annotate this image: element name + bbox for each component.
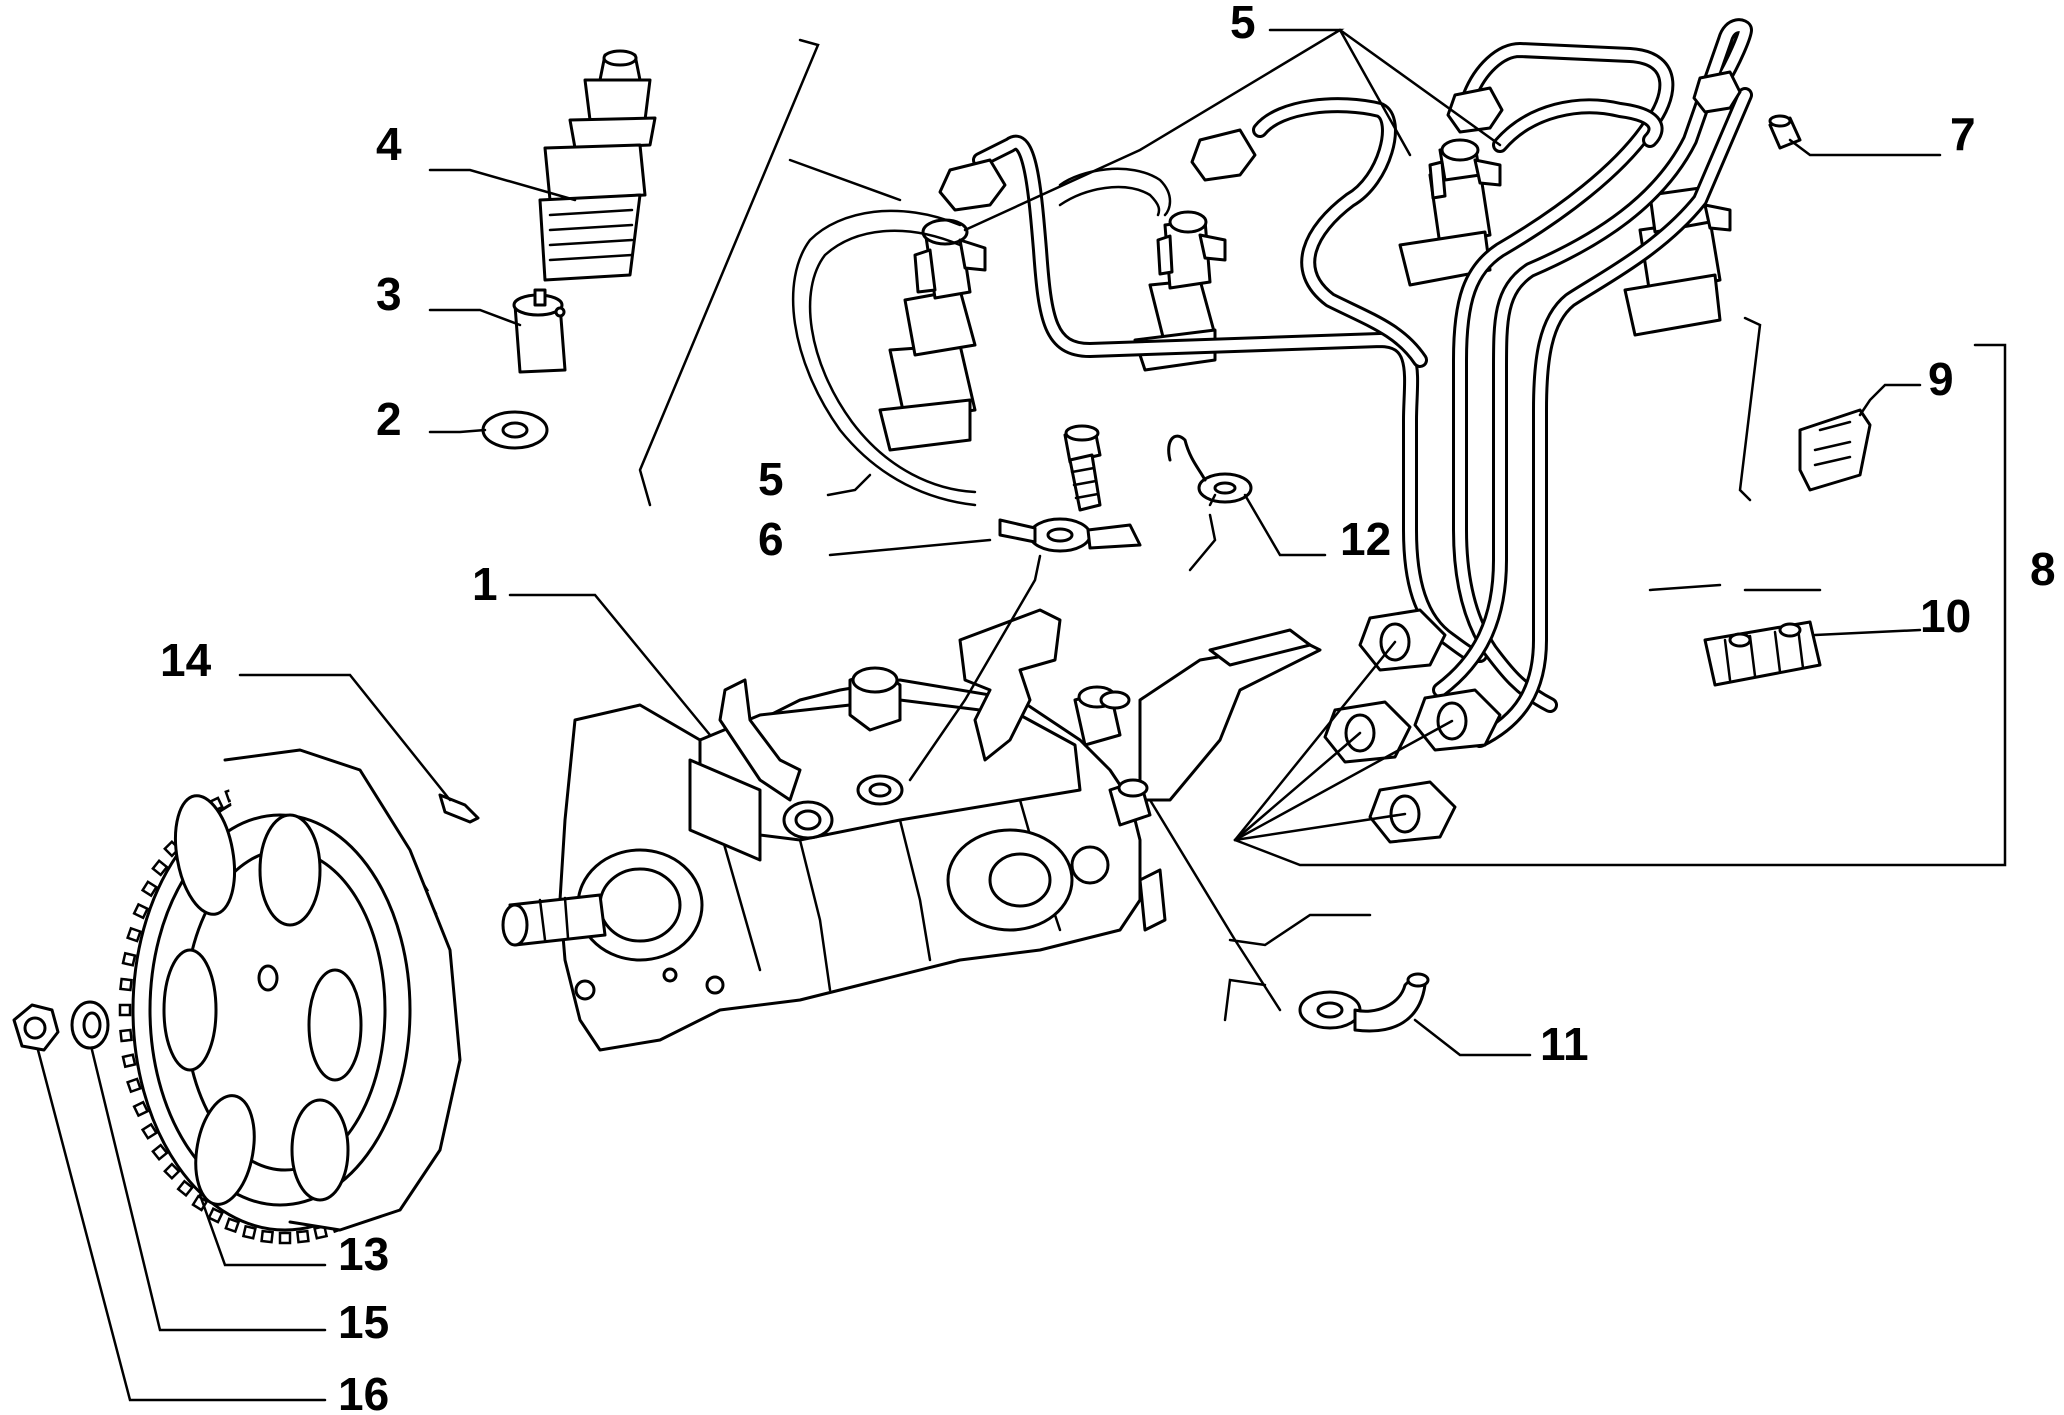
return-union — [1167, 434, 1253, 504]
injection-pump — [501, 608, 1322, 1052]
gear-tooth — [140, 1122, 159, 1140]
callout-9: 9 — [1928, 353, 1954, 405]
pipe-clamp-large — [1703, 620, 1822, 687]
pump-timing-cover — [946, 778, 1167, 932]
gear-tooth — [295, 1229, 310, 1244]
gear-tooth — [260, 1229, 275, 1244]
spring-washer — [70, 1000, 110, 1050]
callout-1: 1 — [472, 558, 498, 610]
callout-12: 12 — [1340, 513, 1391, 565]
gear-tooth — [132, 1100, 150, 1118]
callout-14: 14 — [160, 634, 212, 686]
gear-tooth — [163, 1162, 181, 1181]
gear-tooth — [224, 1217, 241, 1234]
pump-top-fittings — [782, 666, 1131, 840]
callout-15: 15 — [338, 1296, 389, 1348]
break-lines — [638, 38, 1822, 1022]
heat-shield-washer — [481, 410, 549, 450]
gear-tooth — [140, 880, 159, 898]
callout-8: 8 — [2030, 543, 2056, 595]
nozzle — [512, 288, 567, 374]
pipe-clamp-small — [1798, 408, 1872, 492]
pipe-union-nuts-pump — [1323, 608, 1502, 844]
pump-drive-shaft — [501, 848, 704, 962]
callout-11: 11 — [1540, 1018, 1589, 1070]
gear-tooth — [176, 1179, 194, 1198]
gear-tooth — [119, 977, 133, 992]
callout-4: 4 — [376, 118, 402, 170]
gear-tooth — [132, 902, 150, 920]
banjo-bolt — [1063, 424, 1102, 512]
gear-tooth — [121, 951, 137, 967]
leak-off-pipe — [791, 167, 1172, 507]
pump-bracket — [718, 608, 1322, 802]
banjo-union — [998, 517, 1142, 553]
leader-lines — [36, 28, 2007, 1402]
callout-5-top: 5 — [1230, 0, 1256, 48]
callout-6: 6 — [758, 513, 784, 565]
gear-tooth — [126, 926, 142, 943]
return-fitting — [1298, 972, 1430, 1033]
callout-16: 16 — [338, 1368, 389, 1415]
callout-3: 3 — [376, 268, 402, 320]
gear-tooth — [241, 1224, 257, 1240]
callout-7: 7 — [1950, 108, 1976, 160]
gear-tooth — [121, 1053, 137, 1069]
gear-tooth — [278, 1231, 292, 1245]
gear-tooth — [151, 859, 169, 877]
timing-gear — [118, 748, 462, 1245]
gear-tooth — [126, 1077, 142, 1094]
injector-1 — [878, 218, 987, 452]
gear-nut — [12, 1003, 60, 1052]
callout-5-left: 5 — [758, 453, 784, 505]
pipe-union-nuts-top — [938, 70, 1742, 212]
spare-injector — [538, 49, 657, 282]
callout-2: 2 — [376, 393, 402, 445]
gear-tooth — [207, 1207, 224, 1224]
woodruff-key — [438, 793, 480, 824]
callout-10: 10 — [1920, 590, 1971, 642]
callout-13: 13 — [338, 1228, 389, 1280]
high-pressure-pipes — [972, 18, 1753, 748]
gear-tooth — [119, 1028, 133, 1043]
callouts: 1 2 3 4 5 5 6 7 8 9 10 11 12 13 14 15 16 — [160, 0, 2056, 1415]
gear-tooth — [118, 1003, 132, 1017]
injector-3 — [1398, 138, 1502, 287]
gear-tooth — [151, 1143, 169, 1161]
